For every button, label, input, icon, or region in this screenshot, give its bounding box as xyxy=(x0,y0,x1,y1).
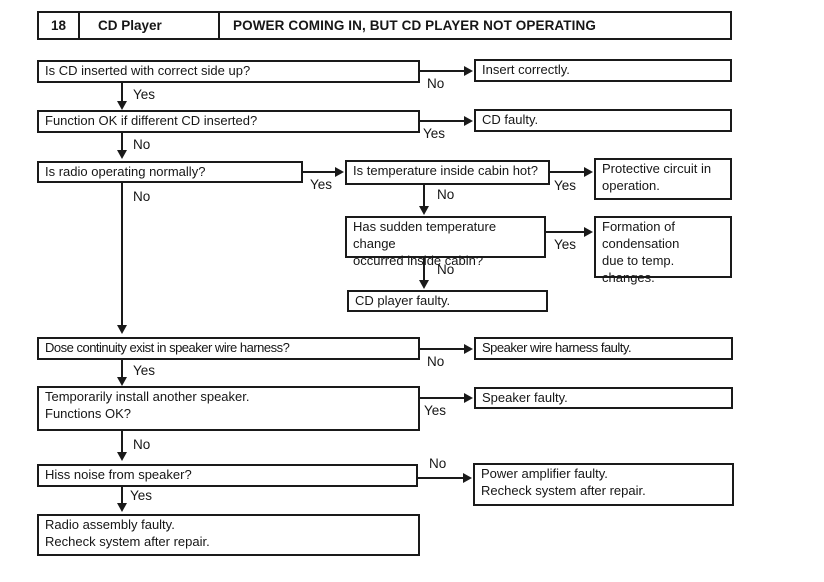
connector-line xyxy=(121,487,123,504)
result-box-speaker-faulty: Speaker faulty. xyxy=(474,387,733,409)
result-box-power-amplifier: Power amplifier faulty. Recheck system a… xyxy=(473,463,734,506)
connector-line xyxy=(121,431,123,453)
connector-line xyxy=(121,183,123,326)
branch-label-yes: Yes xyxy=(133,363,156,378)
connector-line xyxy=(121,360,123,378)
connector-line xyxy=(420,397,465,399)
arrow-down-icon xyxy=(419,206,429,215)
branch-label-no: No xyxy=(437,262,455,277)
branch-label-no: No xyxy=(427,354,445,369)
result-box-cd-faulty: CD faulty. xyxy=(474,109,732,132)
arrow-right-icon xyxy=(584,227,593,237)
connector-line xyxy=(546,231,585,233)
connector-line xyxy=(420,70,465,72)
chart-number: 18 xyxy=(39,13,80,38)
arrow-right-icon xyxy=(584,167,593,177)
connector-line xyxy=(420,120,465,122)
question-box-radio-normal: Is radio operating normally? xyxy=(37,161,303,183)
question-box-install-speaker: Temporarily install another speaker. Fun… xyxy=(37,386,420,431)
question-box-hiss-noise: Hiss noise from speaker? xyxy=(37,464,418,487)
arrow-down-icon xyxy=(117,325,127,334)
question-box-different-cd: Function OK if different CD inserted? xyxy=(37,110,420,133)
connector-line xyxy=(423,258,425,281)
branch-label-yes: Yes xyxy=(133,87,156,102)
question-box-cabin-hot: Is temperature inside cabin hot? xyxy=(345,160,550,185)
result-box-radio-assembly: Radio assembly faulty. Recheck system af… xyxy=(37,514,420,556)
branch-label-yes: Yes xyxy=(424,403,447,418)
result-box-insert-correctly: Insert correctly. xyxy=(474,59,732,82)
arrow-down-icon xyxy=(419,280,429,289)
result-box-harness-faulty: Speaker wire harness faulty. xyxy=(474,337,733,360)
arrow-right-icon xyxy=(463,473,472,483)
result-box-protective-circuit: Protective circuit in operation. xyxy=(594,158,732,200)
connector-line xyxy=(418,477,464,479)
connector-line xyxy=(420,348,465,350)
chart-system-name: CD Player xyxy=(80,13,220,38)
question-box-sudden-temp-change: Has sudden temperature change occurred i… xyxy=(345,216,546,268)
arrow-right-icon xyxy=(464,116,473,126)
arrow-down-icon xyxy=(117,452,127,461)
branch-label-no: No xyxy=(133,189,151,204)
branch-label-yes: Yes xyxy=(130,488,153,503)
arrow-right-icon xyxy=(464,393,473,403)
branch-label-yes: Yes xyxy=(554,178,577,193)
connector-line xyxy=(303,171,336,173)
branch-label-yes: Yes xyxy=(310,177,333,192)
branch-label-no: No xyxy=(133,137,151,152)
connector-line xyxy=(121,83,123,102)
result-box-condensation: Formation of condensation due to temp. c… xyxy=(594,216,732,285)
chart-header: 18 CD Player POWER COMING IN, BUT CD PLA… xyxy=(37,11,732,40)
branch-label-no: No xyxy=(437,187,455,202)
branch-label-no: No xyxy=(427,76,445,91)
arrow-down-icon xyxy=(117,150,127,159)
result-box-cd-player-faulty: CD player faulty. xyxy=(347,290,548,312)
question-box-harness-continuity: Dose continuity exist in speaker wire ha… xyxy=(37,337,420,360)
connector-line xyxy=(423,185,425,207)
branch-label-no: No xyxy=(429,456,447,471)
connector-line xyxy=(121,133,123,151)
arrow-right-icon xyxy=(464,344,473,354)
connector-line xyxy=(550,171,585,173)
arrow-right-icon xyxy=(464,66,473,76)
branch-label-yes: Yes xyxy=(423,126,446,141)
question-box-cd-inserted: Is CD inserted with correct side up? xyxy=(37,60,420,83)
branch-label-yes: Yes xyxy=(554,237,577,252)
arrow-down-icon xyxy=(117,101,127,110)
arrow-down-icon xyxy=(117,377,127,386)
branch-label-no: No xyxy=(133,437,151,452)
arrow-right-icon xyxy=(335,167,344,177)
arrow-down-icon xyxy=(117,503,127,512)
chart-title: POWER COMING IN, BUT CD PLAYER NOT OPERA… xyxy=(233,18,596,33)
